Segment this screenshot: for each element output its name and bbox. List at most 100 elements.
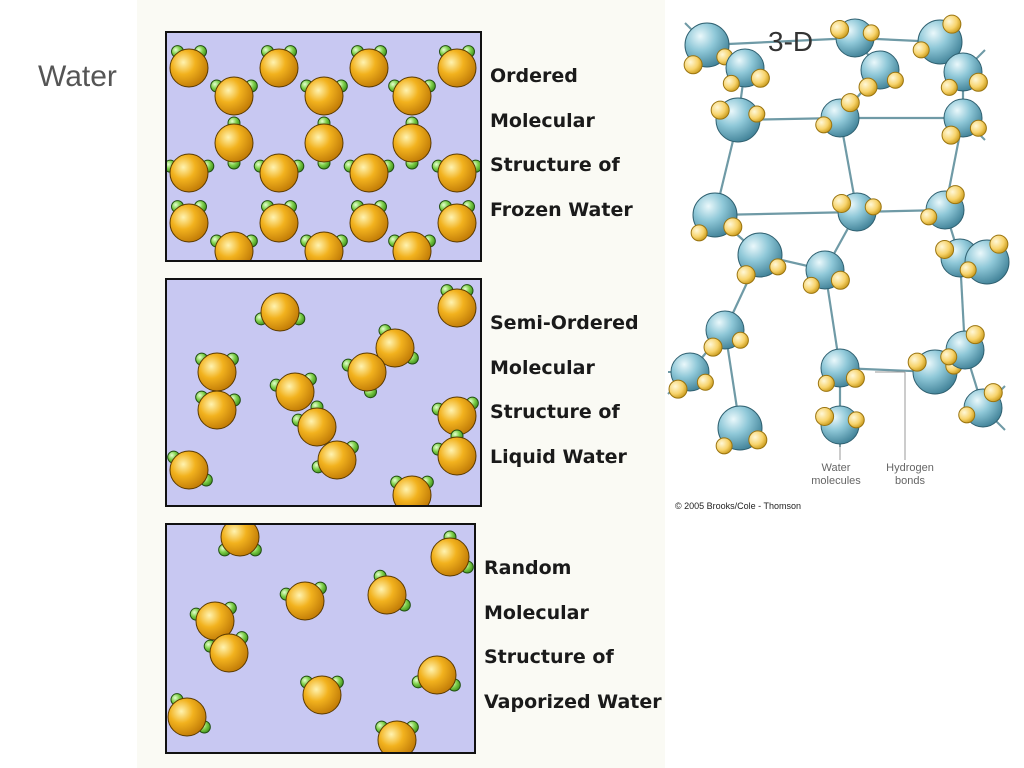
caption-line: Ordered — [490, 65, 578, 87]
lattice-water-molecule — [668, 352, 714, 399]
lattice-water-molecule — [715, 405, 768, 455]
oxygen-atom — [437, 396, 477, 436]
lattice-hydrogen-atom — [769, 258, 787, 276]
lattice-water-molecule — [959, 234, 1010, 285]
water-molecule — [269, 372, 317, 412]
lattice-water-molecule — [710, 97, 766, 143]
caption-line: Structure of — [490, 154, 620, 176]
oxygen-atom — [285, 581, 325, 621]
lattice-hydrogen-atom — [703, 337, 723, 357]
ice-lattice-3d-diagram — [667, 14, 1010, 460]
caption-line: Liquid Water — [490, 445, 627, 468]
water-molecule — [169, 45, 209, 88]
liquid-water-caption: Semi-Ordered Molecular Structure of Liqu… — [490, 301, 639, 479]
water-molecule — [291, 400, 337, 447]
lattice-hydrogen-atom — [862, 24, 880, 42]
liquid-water-diagram — [165, 278, 482, 507]
caption-line: Structure of — [490, 401, 620, 423]
caption-line: Semi-Ordered — [490, 312, 639, 334]
water-molecule — [437, 200, 477, 243]
oxygen-atom — [167, 697, 207, 737]
water-molecule — [375, 324, 419, 368]
oxygen-atom — [260, 292, 300, 332]
oxygen-atom — [169, 48, 209, 88]
lattice-hydrogen-atom — [942, 14, 962, 34]
lattice-hydrogen-atom — [945, 185, 965, 205]
water-molecule — [279, 581, 327, 621]
lattice-hydrogen-atom — [668, 379, 688, 399]
water-molecule — [214, 116, 254, 170]
oxygen-atom — [367, 575, 407, 615]
water-molecule — [411, 655, 461, 695]
lattice-hydrogen-atom — [690, 224, 708, 242]
caption-line: Frozen Water — [490, 198, 633, 221]
water-molecule — [431, 153, 480, 193]
lattice-hydrogen-atom — [731, 331, 749, 349]
lattice-hydrogen-atom — [940, 78, 958, 96]
water-molecule — [392, 116, 432, 170]
lattice-water-molecule — [815, 93, 860, 138]
caption-line: Molecular — [490, 109, 595, 132]
water-molecule — [431, 429, 477, 476]
lattice-hydrogen-atom — [802, 276, 820, 294]
lattice-hydrogen-atom — [722, 74, 740, 92]
oxygen-atom — [437, 153, 477, 193]
lattice-water-molecule — [940, 325, 985, 370]
lattice-hydrogen-atom — [830, 270, 850, 290]
water-molecule — [218, 525, 262, 557]
water-molecule — [367, 569, 411, 615]
lattice-hydrogen-atom — [968, 72, 988, 92]
oxygen-atom — [259, 203, 299, 243]
lattice-water-molecule — [858, 50, 904, 97]
oxygen-atom — [392, 231, 432, 260]
water-molecule — [167, 693, 211, 737]
water-molecule — [430, 530, 474, 577]
lattice-hydrogen-atom — [683, 55, 703, 75]
lattice-water-molecule — [736, 232, 787, 285]
oxygen-atom — [430, 537, 470, 577]
caption-line: Molecular — [484, 601, 589, 624]
oxygen-atom — [259, 153, 299, 193]
oxygen-atom — [392, 475, 432, 505]
oxygen-atom — [275, 372, 315, 412]
caption-line: Molecular — [490, 356, 595, 379]
hydrogen-bonds-label: Hydrogen bonds — [878, 462, 942, 488]
vaporized-water-diagram — [165, 523, 476, 754]
label-line: Water — [821, 462, 851, 474]
lattice-hydrogen-atom — [935, 239, 955, 259]
oxygen-atom — [417, 655, 457, 695]
water-molecule — [375, 720, 419, 752]
view-label: 3-D — [768, 26, 814, 57]
lattice-water-molecule — [832, 192, 882, 232]
lattice-hydrogen-atom — [959, 261, 977, 279]
water-molecule — [300, 675, 344, 715]
oxygen-atom — [304, 76, 344, 116]
water-molecule — [167, 153, 215, 193]
oxygen-atom — [220, 525, 260, 557]
oxygen-atom — [349, 203, 389, 243]
oxygen-atom — [392, 123, 432, 163]
lattice-hydrogen-atom — [748, 105, 766, 123]
water-molecule — [390, 475, 434, 505]
lattice-water-molecule — [920, 185, 965, 230]
lattice-hydrogen-atom — [748, 430, 768, 450]
water-molecule — [437, 45, 477, 88]
lattice-hydrogen-atom — [715, 437, 733, 455]
water-molecule — [437, 284, 477, 328]
lattice-hydrogen-atom — [830, 19, 850, 39]
lattice-water-molecule — [703, 310, 749, 357]
oxygen-atom — [437, 288, 477, 328]
water-molecule — [349, 200, 389, 243]
oxygen-atom — [169, 203, 209, 243]
lattice-water-molecule — [722, 48, 770, 92]
oxygen-atom — [304, 123, 344, 163]
lattice-hydrogen-atom — [983, 383, 1003, 403]
oxygen-atom — [437, 203, 477, 243]
lattice-hydrogen-atom — [840, 93, 860, 113]
lattice-hydrogen-atom — [710, 100, 730, 120]
water-molecule — [210, 231, 258, 260]
water-molecule — [259, 45, 299, 88]
water-molecule — [259, 200, 299, 243]
lattice-water-molecule — [958, 383, 1003, 428]
water-molecule — [304, 116, 344, 170]
